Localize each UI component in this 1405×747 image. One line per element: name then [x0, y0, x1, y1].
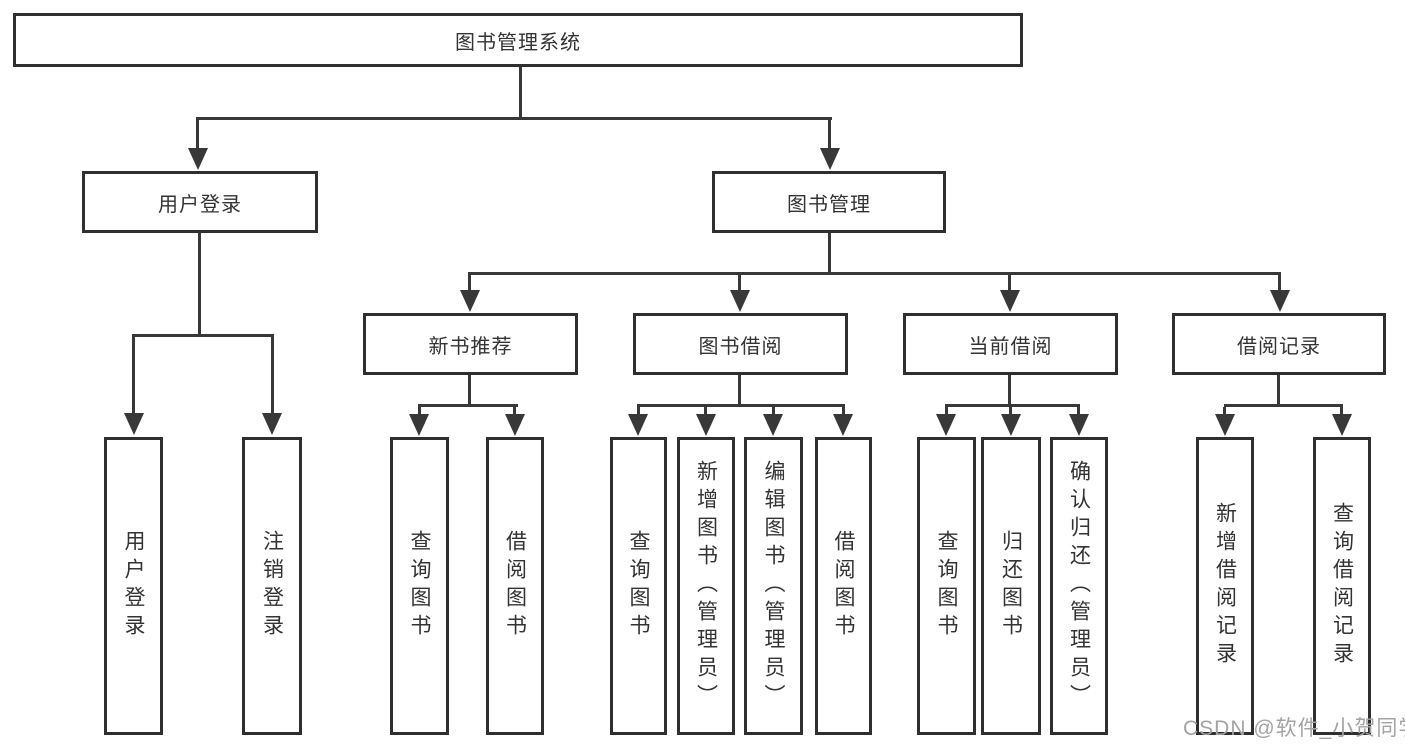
node-borrowing-records: 借阅记录 — [1172, 313, 1386, 375]
connector-bar — [1224, 404, 1343, 407]
connector-stem — [513, 407, 516, 416]
arrow-down-icon — [188, 148, 208, 170]
connector-stem — [1278, 275, 1281, 292]
connector-level2-bar — [196, 117, 832, 120]
connector-bar — [418, 404, 518, 407]
arrow-down-icon — [124, 413, 144, 435]
leaf-newrec-query-books: 查询图书 — [390, 437, 449, 735]
arrow-down-icon — [730, 290, 750, 312]
leaf-newrec-borrow-books: 借阅图书 — [486, 437, 544, 735]
leaf-borrowing-query-books: 查询图书 — [610, 437, 667, 735]
arrow-down-icon — [1069, 414, 1089, 436]
connector-stem — [196, 119, 199, 150]
leaf-records-query-borrow-record: 查询借阅记录 — [1313, 437, 1371, 735]
leaf-borrowing-borrow-books: 借阅图书 — [815, 437, 872, 735]
leaf-current-return-books: 归还图书 — [981, 437, 1041, 735]
node-book-borrowing: 图书借阅 — [633, 313, 848, 375]
connector-stem — [1008, 275, 1011, 292]
leaf-user-login: 用户登录 — [104, 437, 163, 735]
connector-stem — [842, 407, 845, 416]
connector-bar — [945, 404, 1080, 407]
connector-stem — [738, 375, 741, 406]
connector-level3-bar — [468, 272, 1281, 275]
arrow-down-icon — [628, 414, 648, 436]
connector-stem — [1277, 375, 1280, 406]
arrow-down-icon — [833, 414, 853, 436]
connector-root-stem — [519, 67, 522, 118]
connector-stem — [738, 275, 741, 292]
connector-stem — [132, 337, 135, 415]
node-current-borrowing: 当前借阅 — [903, 313, 1118, 375]
node-library-system: 图书管理系统 — [13, 13, 1023, 67]
connector-stem — [418, 407, 421, 416]
arrow-down-icon — [1000, 290, 1020, 312]
connector-stem — [1340, 407, 1343, 416]
connector-stem — [1009, 407, 1012, 416]
arrow-down-icon — [505, 414, 525, 436]
arrow-down-icon — [262, 413, 282, 435]
connector-stem — [1008, 375, 1011, 406]
arrow-down-icon — [1001, 414, 1021, 436]
node-new-book-recommend: 新书推荐 — [363, 313, 578, 375]
connector-stem — [271, 337, 274, 415]
connector-stem — [828, 233, 831, 275]
node-book-management-branch: 图书管理 — [712, 171, 946, 233]
arrow-down-icon — [696, 414, 716, 436]
arrow-down-icon — [1270, 290, 1290, 312]
node-user-login-branch: 用户登录 — [82, 171, 318, 233]
arrow-down-icon — [460, 290, 480, 312]
arrow-down-icon — [1332, 414, 1352, 436]
connector-stem — [704, 407, 707, 416]
leaf-borrowing-add-books-admin: 新增图书（管理员） — [677, 437, 735, 735]
leaf-current-confirm-return-admin: 确认归还（管理员） — [1050, 437, 1108, 735]
connector-stem — [828, 119, 831, 150]
connector-stem — [1223, 407, 1226, 416]
leaf-logout: 注销登录 — [242, 437, 302, 735]
connector-stem — [772, 407, 775, 416]
leaf-borrowing-edit-books-admin: 编辑图书（管理员） — [744, 437, 803, 735]
connector-stem — [1077, 407, 1080, 416]
arrow-down-icon — [1215, 414, 1235, 436]
connector-stem — [198, 233, 201, 337]
connector-bar — [637, 404, 845, 407]
arrow-down-icon — [936, 414, 956, 436]
arrow-down-icon — [820, 148, 840, 170]
arrow-down-icon — [763, 414, 783, 436]
connector-bar — [132, 334, 274, 337]
connector-stem — [468, 375, 471, 406]
connector-stem — [468, 275, 471, 292]
leaf-current-query-books: 查询图书 — [917, 437, 976, 735]
connector-stem — [945, 407, 948, 416]
arrow-down-icon — [409, 414, 429, 436]
leaf-records-add-borrow-record: 新增借阅记录 — [1196, 437, 1254, 735]
connector-stem — [637, 407, 640, 416]
csdn-watermark: CSDN @软件_小贺同学 — [1183, 717, 1405, 740]
